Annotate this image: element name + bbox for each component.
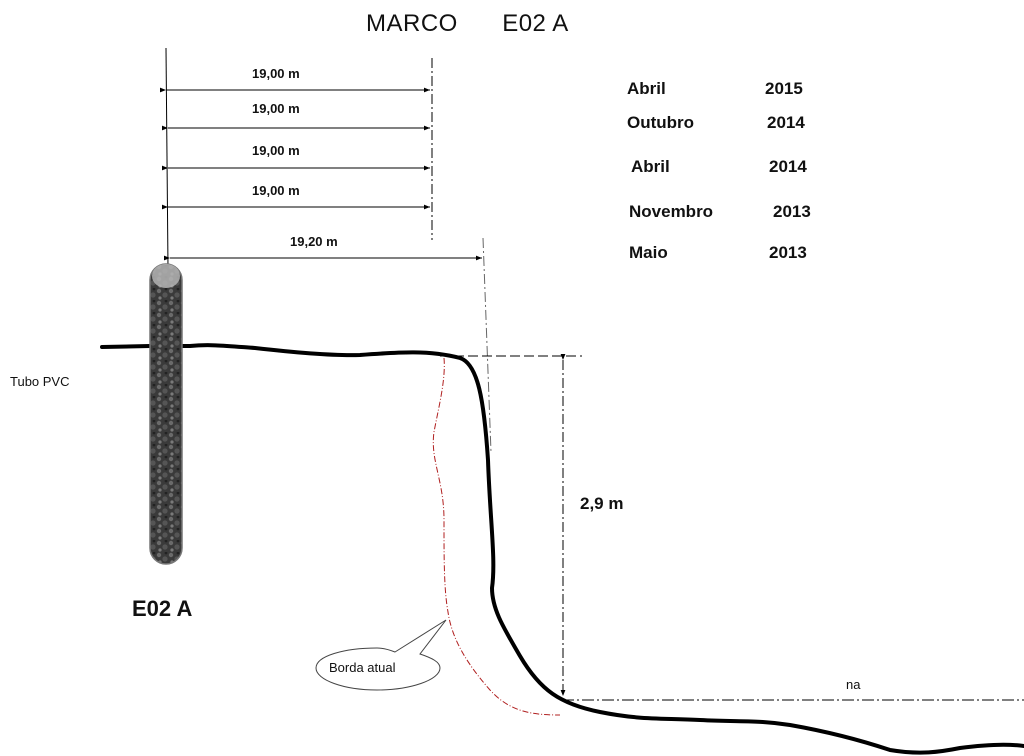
pvc-pipe-cap <box>152 264 180 288</box>
current-border-line <box>432 357 561 716</box>
marker-label: E02 A <box>132 596 193 621</box>
measurement-label: 19,20 m <box>290 234 338 249</box>
diagram-title: MARCO E02 A <box>366 10 569 38</box>
date-month: Abril <box>631 157 670 176</box>
date-year: 2015 <box>765 79 803 98</box>
date-year: 2013 <box>769 243 807 262</box>
height-label: 2,9 m <box>580 494 624 513</box>
callout-bubble <box>315 619 447 691</box>
reference-line <box>165 47 169 269</box>
terrain-profile <box>100 343 1024 755</box>
tubo-pvc-label: Tubo PVC <box>10 374 70 389</box>
measurement-label: 19,00 m <box>252 143 300 158</box>
title-code: E02 A <box>502 10 569 37</box>
date-year: 2013 <box>773 202 811 221</box>
date-year: 2014 <box>769 157 807 176</box>
title-marco: MARCO <box>366 10 458 37</box>
measurement-label: 19,00 m <box>252 101 300 116</box>
measurement-label: 19,00 m <box>252 66 300 81</box>
date-month: Maio <box>629 243 668 262</box>
date-month: Outubro <box>627 113 695 132</box>
date-year: 2014 <box>767 113 805 132</box>
water-level-label: na <box>846 677 861 692</box>
date-month: Abril <box>627 79 666 98</box>
date-month: Novembro <box>629 202 714 221</box>
measurement-label: 19,00 m <box>252 183 300 198</box>
borda-atual-label: Borda atual <box>329 660 396 675</box>
pvc-pipe <box>149 263 183 565</box>
